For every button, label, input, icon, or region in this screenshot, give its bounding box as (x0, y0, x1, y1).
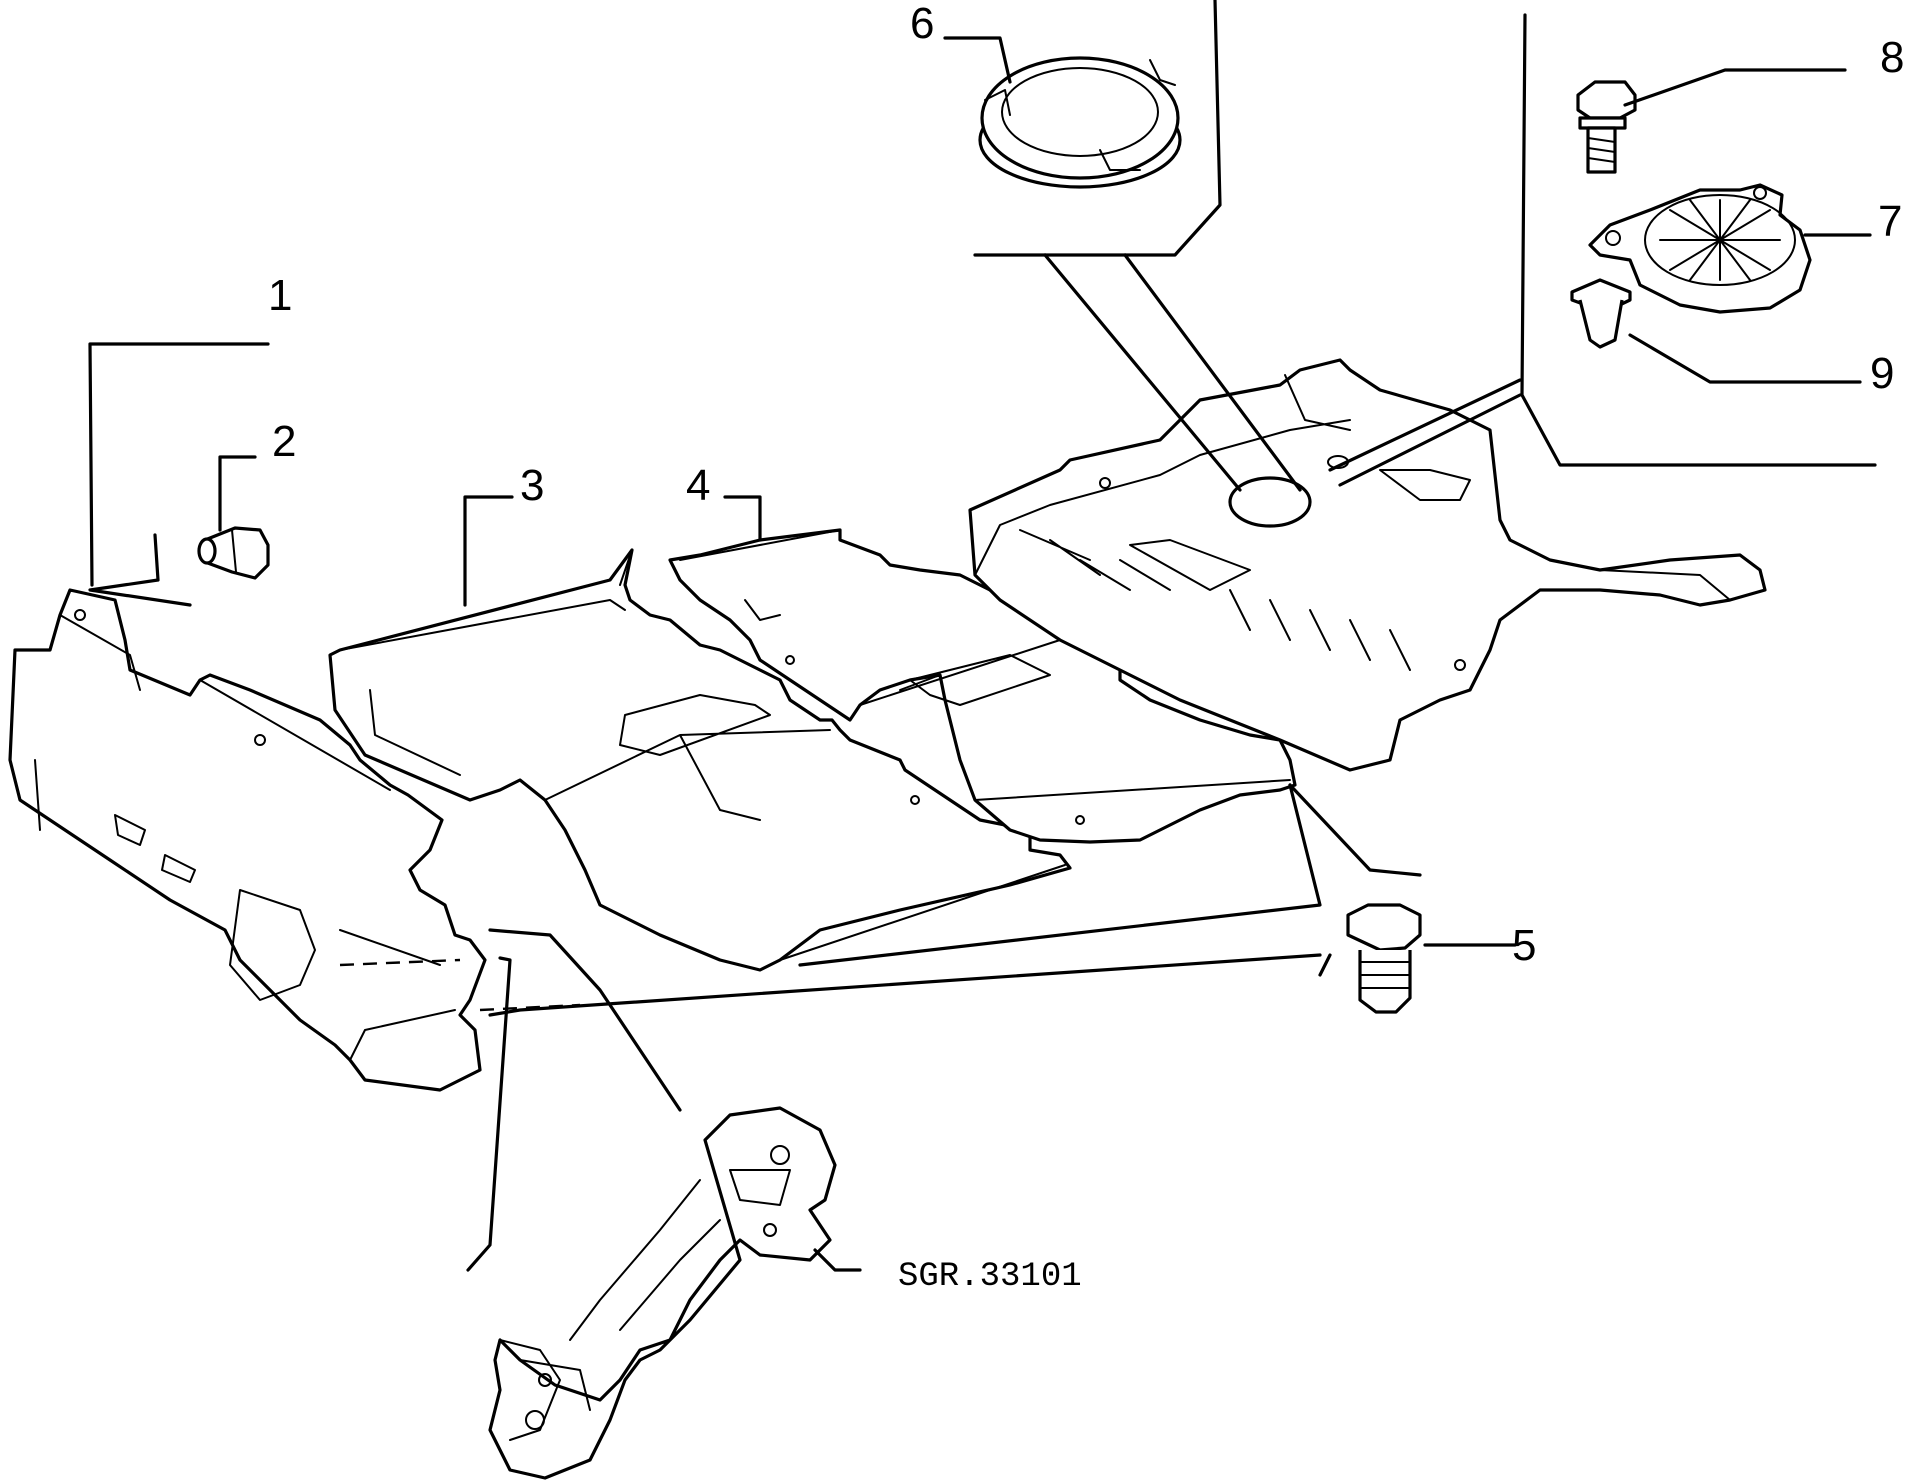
part-8-bolt (1576, 80, 1637, 174)
callout-5: 5 (1512, 921, 1536, 970)
rear-axle-assembly (488, 1106, 837, 1480)
rear-floor-pan (968, 358, 1767, 772)
reference-code: SGR.33101 (898, 1258, 1082, 1296)
part-2-plug (197, 526, 270, 580)
callout-4: 4 (686, 461, 710, 510)
part-5-push-clip (1346, 903, 1422, 1014)
callout-8: 8 (1880, 33, 1904, 82)
callout-2: 2 (272, 417, 296, 466)
callout-7: 7 (1878, 197, 1902, 246)
callout-6: 6 (910, 0, 934, 48)
leader-lines (88, 0, 1877, 1272)
part-9-clip-nut (1570, 278, 1632, 349)
part-6-cover-cap (978, 56, 1182, 189)
callout-3: 3 (520, 461, 544, 510)
callout-1: 1 (268, 271, 292, 320)
part-7-grille-housing (1588, 183, 1812, 314)
callout-9: 9 (1870, 349, 1894, 398)
